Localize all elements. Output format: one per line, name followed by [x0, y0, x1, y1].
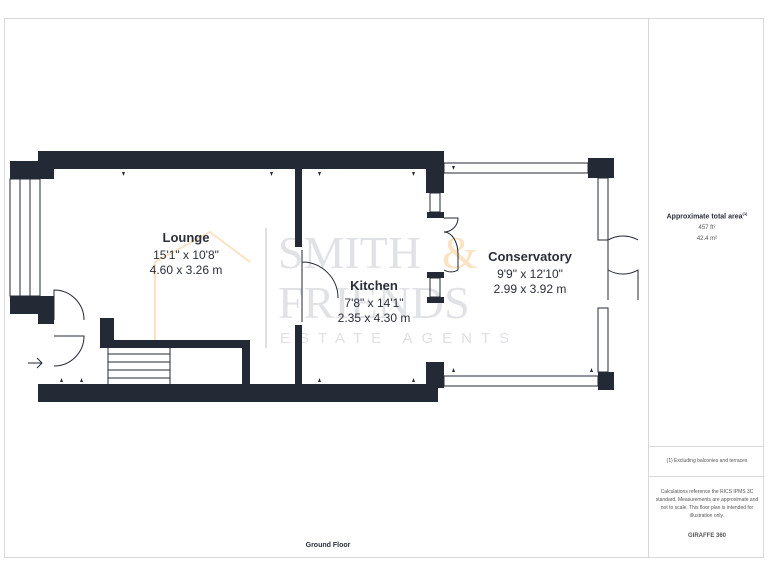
watermark: SMITH & FRIENDS ESTATE AGENTS — [154, 227, 518, 348]
tick — [122, 172, 125, 176]
room-dim-lounge-metric: 4.60 x 3.26 m — [150, 263, 223, 277]
sidebar-divider — [649, 476, 764, 477]
room-dim-lounge-imperial: 15'1" x 10'8" — [153, 248, 219, 262]
conservatory-window-bottom — [443, 375, 599, 387]
wall-partition-lower — [295, 325, 302, 384]
room-name-kitchen: Kitchen — [350, 278, 398, 293]
area-summary: Approximate total area(1) 457 ft² 42.4 m… — [655, 210, 759, 243]
wall-bottom — [38, 384, 438, 402]
area-sqft: 457 ft² — [698, 225, 716, 232]
conservatory-window-right-upper — [597, 177, 609, 241]
room-labels: Lounge 15'1" x 10'8" 4.60 x 3.26 m Kitch… — [150, 230, 573, 325]
conservatory-window-right-lower — [597, 307, 609, 373]
wall-stair-right — [242, 340, 250, 386]
door-swing-entrance-outer — [53, 335, 85, 367]
floor-label: Ground Floor — [305, 542, 351, 549]
wall-stair-top — [100, 340, 250, 348]
floorplan-drawing: SMITH & FRIENDS ESTATE AGENTS — [9, 151, 639, 402]
wall-kitchen-right-bottom — [426, 362, 444, 388]
tick — [452, 166, 455, 170]
area-sqm: 42.4 m² — [696, 236, 718, 243]
door-swing-conservatory-fold — [443, 217, 459, 273]
tick — [452, 368, 455, 372]
area-footnote: (1) Excluding balconies and terraces — [666, 458, 748, 464]
wall-stair-corner — [100, 318, 114, 342]
room-dim-kitchen-imperial: 7'8" x 14'1" — [344, 296, 403, 310]
wall-pier-3 — [427, 297, 444, 303]
wall-conservatory-bottom-right — [598, 372, 614, 390]
brand-name: GIRAFFE — [687, 533, 715, 539]
tick — [596, 166, 599, 170]
area-title-text: Approximate total area — [666, 213, 743, 221]
tick — [270, 172, 273, 176]
walls — [10, 151, 614, 402]
watermark-line3: ESTATE AGENTS — [280, 330, 518, 347]
room-name-conservatory: Conservatory — [488, 249, 573, 264]
wall-pier-2 — [427, 272, 444, 278]
room-dim-conservatory-metric: 2.99 x 3.92 m — [494, 282, 567, 296]
tick — [318, 378, 321, 382]
disclaimer: Calculations reference the RICS IPMS 3C … — [655, 489, 759, 519]
wall-conservatory-top-right — [588, 158, 614, 178]
conservatory-window-top — [443, 162, 589, 174]
floorplan-sheet — [4, 18, 764, 558]
brand-logo: GIRAFFE 360 — [655, 532, 759, 540]
wall-top — [38, 151, 444, 169]
info-sidebar: Approximate total area(1) 457 ft² 42.4 m… — [648, 18, 764, 558]
area-title-superscript: (1) — [742, 211, 748, 216]
wall-pier-1 — [427, 212, 444, 218]
door-swing-french — [607, 235, 639, 300]
wall-left-stub — [38, 312, 54, 324]
sidebar-divider — [649, 446, 764, 447]
watermark-amp: & — [442, 227, 478, 278]
wall-partition-upper — [295, 169, 302, 247]
entrance-arrow-icon — [28, 357, 43, 369]
room-dim-kitchen-metric: 2.35 x 4.30 m — [338, 311, 411, 325]
tick — [80, 378, 83, 382]
watermark-house-icon — [154, 230, 251, 340]
door-swing-entrance-inner — [53, 289, 85, 321]
tick — [412, 378, 415, 382]
doors — [53, 217, 639, 367]
staircase — [107, 346, 171, 384]
area-title: Approximate total area(1) — [655, 210, 759, 221]
bay-window — [9, 178, 41, 297]
tick — [412, 172, 415, 176]
brand-suffix: 360 — [716, 533, 727, 539]
measurement-ticks — [60, 166, 599, 382]
tick — [590, 368, 593, 372]
wall-bay-bottom — [10, 296, 54, 314]
kitchen-window-upper — [429, 192, 441, 213]
tick — [60, 378, 63, 382]
wall-kitchen-right-top — [426, 151, 444, 193]
door-swing-kitchen — [301, 250, 339, 322]
wall-bay-top — [10, 161, 54, 179]
room-name-lounge: Lounge — [163, 230, 210, 245]
windows — [9, 162, 609, 387]
kitchen-window-lower — [429, 277, 441, 298]
room-dim-conservatory-imperial: 9'9" x 12'10" — [497, 267, 563, 281]
tick — [318, 172, 321, 176]
